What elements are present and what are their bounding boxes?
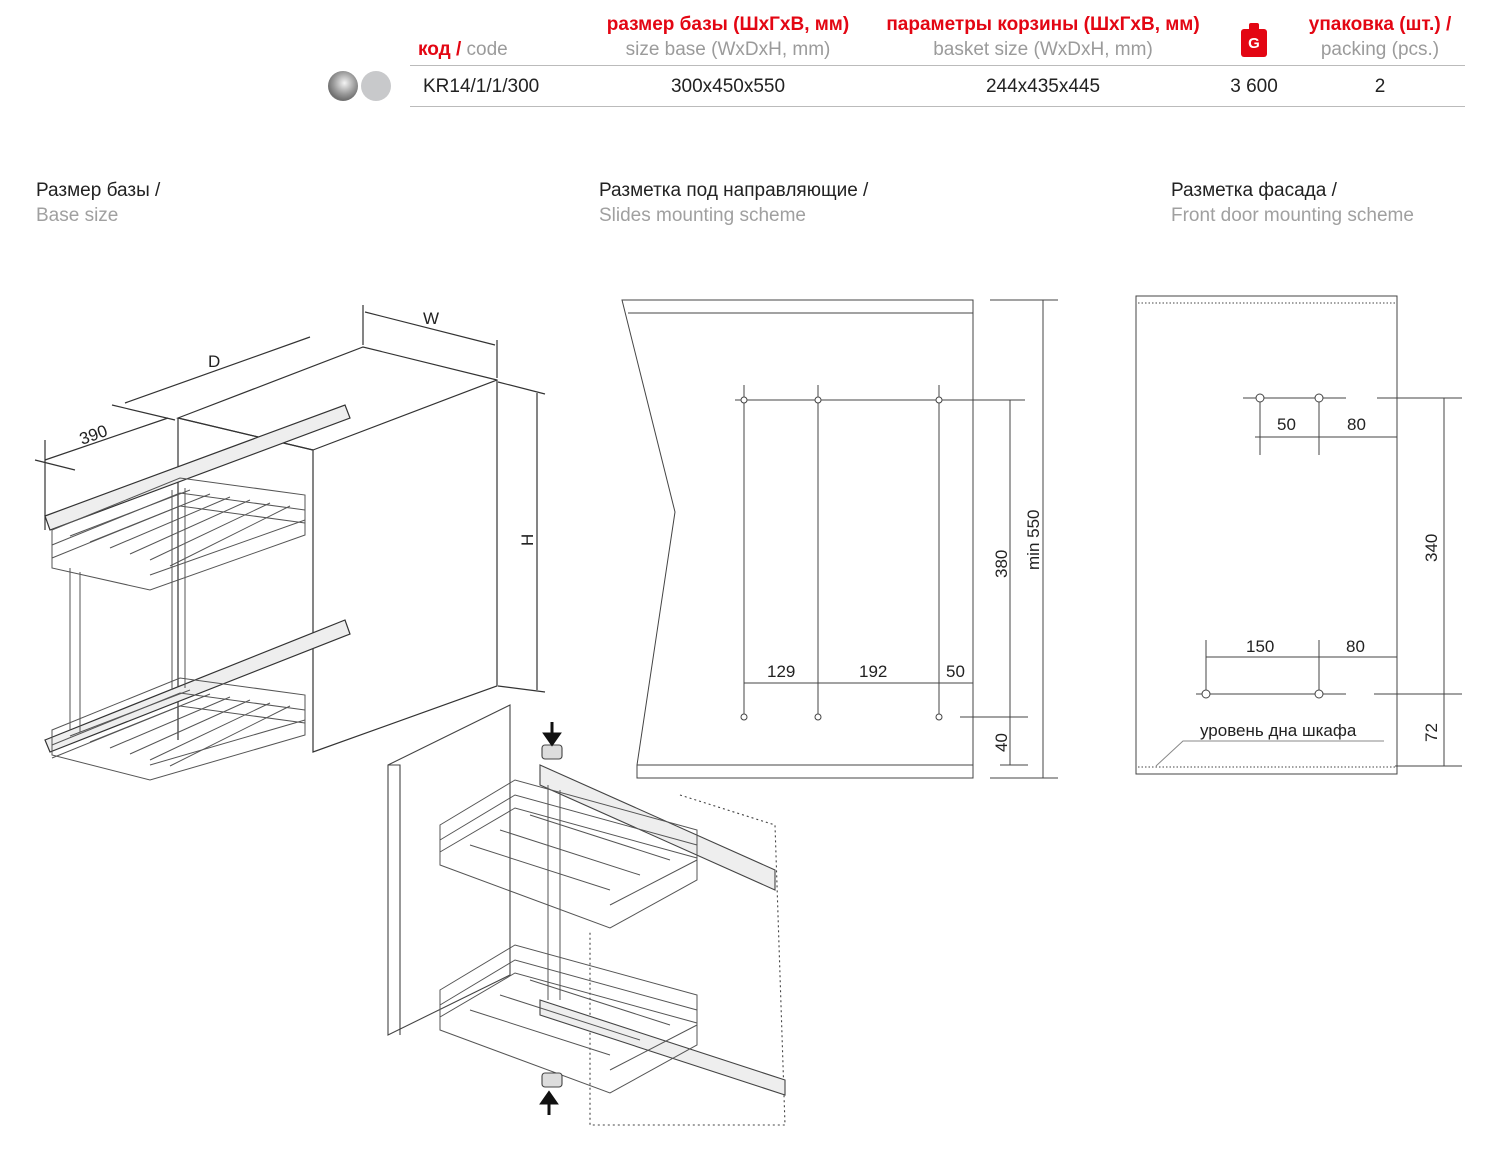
header-size-base: размер базы (ШхГхВ, мм) size base (WxDxH…: [578, 12, 878, 62]
cell-basket-size: 244x435x445: [985, 76, 1101, 97]
dim-40: 40: [992, 733, 1011, 752]
title-en: Base size: [36, 205, 119, 226]
dim-380: 380: [992, 550, 1011, 578]
finish-swatch-grey: [361, 71, 391, 101]
header-code-en: code: [466, 39, 508, 60]
header-packing-ru: упаковка (шт.) /: [1308, 14, 1452, 35]
dim-min-550: min 550: [1024, 510, 1043, 570]
header-basket-en: basket size (WxDxH, mm): [933, 39, 1153, 60]
dim-340: 340: [1422, 534, 1441, 562]
section-slides-title: Разметка под направляющие / Slides mount…: [599, 178, 868, 228]
dim-bottom-150: 150: [1246, 637, 1274, 656]
base-size-drawing: [34, 305, 546, 781]
title-en: Front door mounting scheme: [1171, 205, 1414, 226]
header-divider: [410, 65, 1465, 66]
title-en: Slides mounting scheme: [599, 205, 806, 226]
finish-swatch-chrome: [328, 71, 358, 101]
dim-top-50: 50: [1277, 415, 1296, 434]
header-packing: упаковка (шт.) / packing (pcs.): [1290, 12, 1470, 62]
dim-129: 129: [767, 662, 795, 681]
floor-level-label: уровень дна шкафа: [1200, 721, 1357, 740]
header-basket-size: параметры корзины (ШхГхВ, мм) basket siz…: [863, 12, 1223, 62]
section-facade-title: Разметка фасада / Front door mounting sc…: [1171, 178, 1414, 228]
title-ru: Разметка под направляющие /: [599, 180, 869, 201]
cell-weight: 3 600: [1230, 76, 1278, 97]
dim-72: 72: [1422, 723, 1441, 742]
header-basket-ru: параметры корзины (ШхГхВ, мм): [886, 14, 1200, 35]
title-ru: Размер базы /: [36, 180, 161, 201]
header-size-base-en: size base (WxDxH, mm): [625, 39, 831, 60]
slides-scheme-drawing: [621, 299, 1058, 779]
weight-icon-letter: G: [1241, 29, 1267, 57]
section-base-size-title: Размер базы / Base size: [36, 178, 160, 228]
cell-size-base: 300x450x550: [670, 76, 786, 97]
door-mounting-illustration: [387, 704, 786, 1126]
arrow-down-icon: [542, 722, 562, 747]
arrow-up-icon: [539, 1090, 559, 1115]
dim-d-label: D: [208, 352, 220, 371]
cell-packing: 2: [1374, 76, 1386, 97]
dim-50: 50: [946, 662, 965, 681]
facade-scheme-drawing: [1135, 295, 1462, 775]
row-divider: [410, 106, 1465, 107]
cell-code: KR14/1/1/300: [423, 76, 540, 97]
title-ru: Разметка фасада /: [1171, 180, 1337, 201]
header-code-sep: /: [450, 39, 467, 60]
header-code-ru: код: [418, 39, 451, 60]
header-packing-en: packing (pcs.): [1320, 39, 1440, 60]
dim-w-label: W: [423, 309, 439, 328]
dim-bottom-80: 80: [1346, 637, 1365, 656]
header-size-base-ru: размер базы (ШхГхВ, мм): [606, 14, 850, 35]
header-code: код / code: [418, 37, 508, 62]
dim-390-label: 390: [77, 421, 110, 449]
dim-h-label: H: [518, 534, 537, 546]
dim-top-80: 80: [1347, 415, 1366, 434]
dim-192: 192: [859, 662, 887, 681]
weight-icon: G: [1241, 23, 1267, 57]
